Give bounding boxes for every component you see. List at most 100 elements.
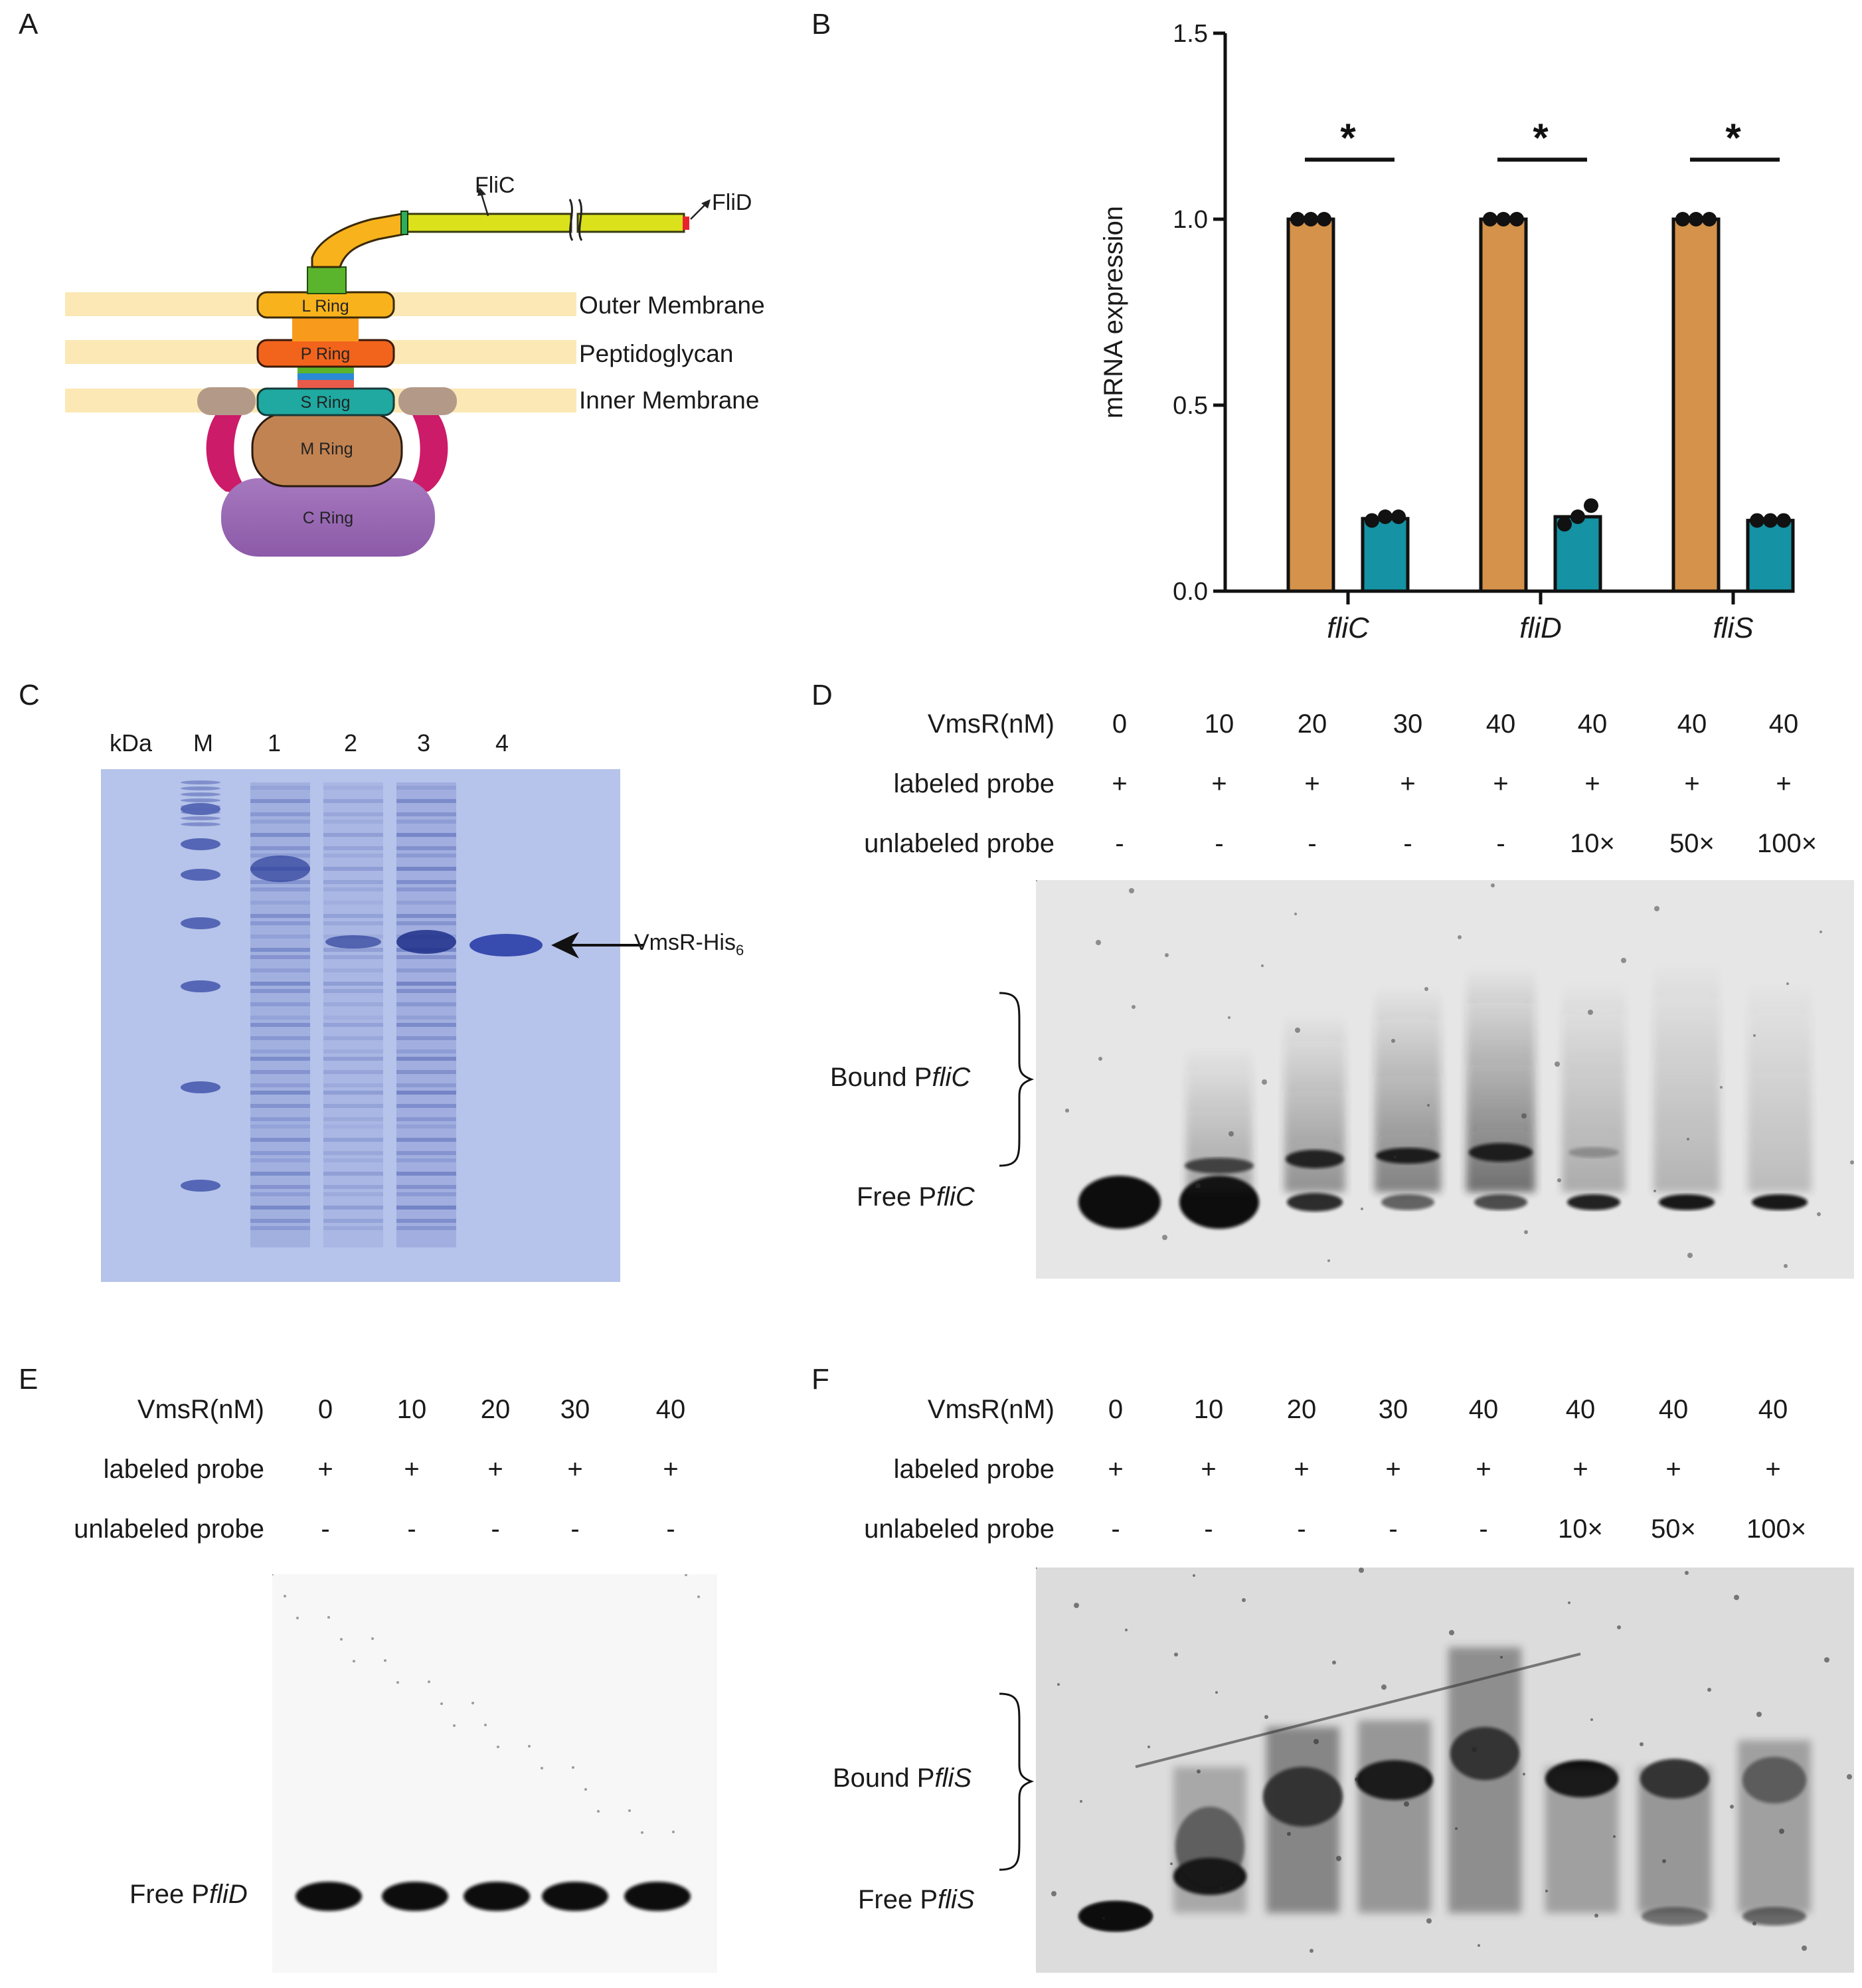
lane-band (250, 1016, 310, 1020)
lane-band (396, 799, 456, 803)
lane-band (250, 812, 310, 816)
lane-band (323, 1091, 383, 1095)
lane-band (250, 901, 310, 905)
lane-band (250, 1125, 310, 1129)
lane-band (396, 1002, 456, 1006)
labeled-cell: + (1765, 1455, 1781, 1484)
data-point (1702, 212, 1717, 226)
bound-pflis-label: Bound PfliS (833, 1763, 972, 1793)
labeled-cell: + (1493, 769, 1509, 798)
filament-1 (404, 213, 572, 233)
y-tick-label: 0.0 (1173, 578, 1208, 606)
labeled-cell: + (663, 1455, 679, 1484)
labeled-cell: + (1211, 769, 1227, 798)
lane-band (323, 887, 383, 891)
lane-band (250, 982, 310, 986)
panel-label-a: A (19, 8, 39, 41)
lane-band (323, 833, 383, 837)
brace-f (999, 1692, 1035, 1871)
conc-cell: 10 (396, 1395, 427, 1424)
lane-band (250, 1091, 310, 1095)
c-ring-label: C Ring (303, 509, 353, 527)
lane-band (396, 1070, 456, 1074)
lane-band (396, 914, 456, 918)
lane-band (396, 1023, 456, 1027)
lane-band (396, 968, 456, 972)
free-band (1287, 1193, 1343, 1212)
unlabeled-cell: - (1308, 829, 1317, 858)
s-ring-label: S Ring (300, 393, 350, 412)
labeled-cell: + (1108, 1455, 1124, 1484)
data-point (1509, 212, 1524, 226)
sds-lane-1: 1 (268, 729, 282, 757)
panel-label-f: F (811, 1363, 829, 1396)
unlabeled-cell: - (570, 1514, 580, 1544)
free-band (1659, 1194, 1715, 1210)
hook (311, 213, 408, 268)
data-point (1557, 517, 1572, 532)
lane-band (323, 1057, 383, 1061)
flagellum-diagram: L Ring P Ring S Ring M Ring C Ring Outer… (65, 173, 765, 557)
labeled-cell: + (1400, 769, 1416, 798)
lane-band (250, 786, 310, 790)
free-band (624, 1882, 691, 1911)
lane-band (396, 1016, 456, 1020)
lane-band (250, 968, 310, 972)
bar-fliC-1 (1361, 517, 1410, 593)
lane-band (396, 921, 456, 925)
data-point (1570, 509, 1585, 524)
lane-band (396, 1125, 456, 1129)
unlabeled-cell: - (1204, 1514, 1213, 1544)
panel-label-b: B (811, 8, 831, 41)
unlabeled-cell: - (1111, 1514, 1120, 1544)
free-band (1752, 1194, 1808, 1210)
row-label-0: VmsR(nM) (927, 1395, 1055, 1424)
panel-label-c: C (19, 679, 40, 711)
lane-band (250, 1057, 310, 1061)
lane-band (323, 955, 383, 959)
labeled-cell: + (1476, 1455, 1491, 1484)
lane-band (396, 786, 456, 790)
conc-cell: 40 (1768, 709, 1799, 739)
lane-band (323, 1172, 383, 1176)
unlabeled-cell: 50× (1651, 1514, 1696, 1544)
data-point (1391, 509, 1406, 524)
labeled-cell: + (317, 1455, 333, 1484)
unlabeled-cell: - (1479, 1514, 1488, 1544)
lane-band (323, 1104, 383, 1108)
labeled-cell: + (404, 1455, 420, 1484)
lane-band (323, 921, 383, 925)
lane-band (250, 1104, 310, 1108)
lane-band (323, 1206, 383, 1210)
conc-cell: 30 (1378, 1395, 1408, 1424)
conc-cell: 10 (1193, 1395, 1224, 1424)
lane-band (323, 989, 383, 993)
free-band (542, 1882, 608, 1911)
lane-band (250, 1117, 310, 1121)
unlabeled-cell: - (407, 1514, 416, 1544)
lane-band (250, 887, 310, 891)
row-label-1: labeled probe (893, 1455, 1055, 1484)
lane-band (323, 1226, 383, 1230)
lane-band (396, 1057, 456, 1061)
labeled-cell: + (1294, 1455, 1310, 1484)
free-band (1381, 1194, 1434, 1210)
mot-left (197, 387, 256, 415)
bar-fliS-0 (1671, 217, 1721, 593)
lane-band (396, 901, 456, 905)
unlabeled-cell: - (491, 1514, 500, 1544)
row-label-1: labeled probe (103, 1455, 264, 1484)
lane-band (250, 1172, 310, 1176)
kda-label: kDa (110, 729, 153, 757)
conc-cell: 0 (317, 1395, 333, 1424)
conc-cell: 20 (1297, 709, 1327, 739)
sds-lane-M: M (193, 729, 213, 757)
conc-cell: 10 (1204, 709, 1234, 739)
mot-right (398, 387, 457, 415)
free-pflid-label: Free PfliD (129, 1880, 248, 1909)
unlabeled-cell: 50× (1669, 829, 1715, 858)
flid-label: FliD (712, 190, 752, 215)
conc-cell: 40 (655, 1395, 686, 1424)
lane-band (323, 1138, 383, 1142)
conc-cell: 40 (1577, 709, 1608, 739)
